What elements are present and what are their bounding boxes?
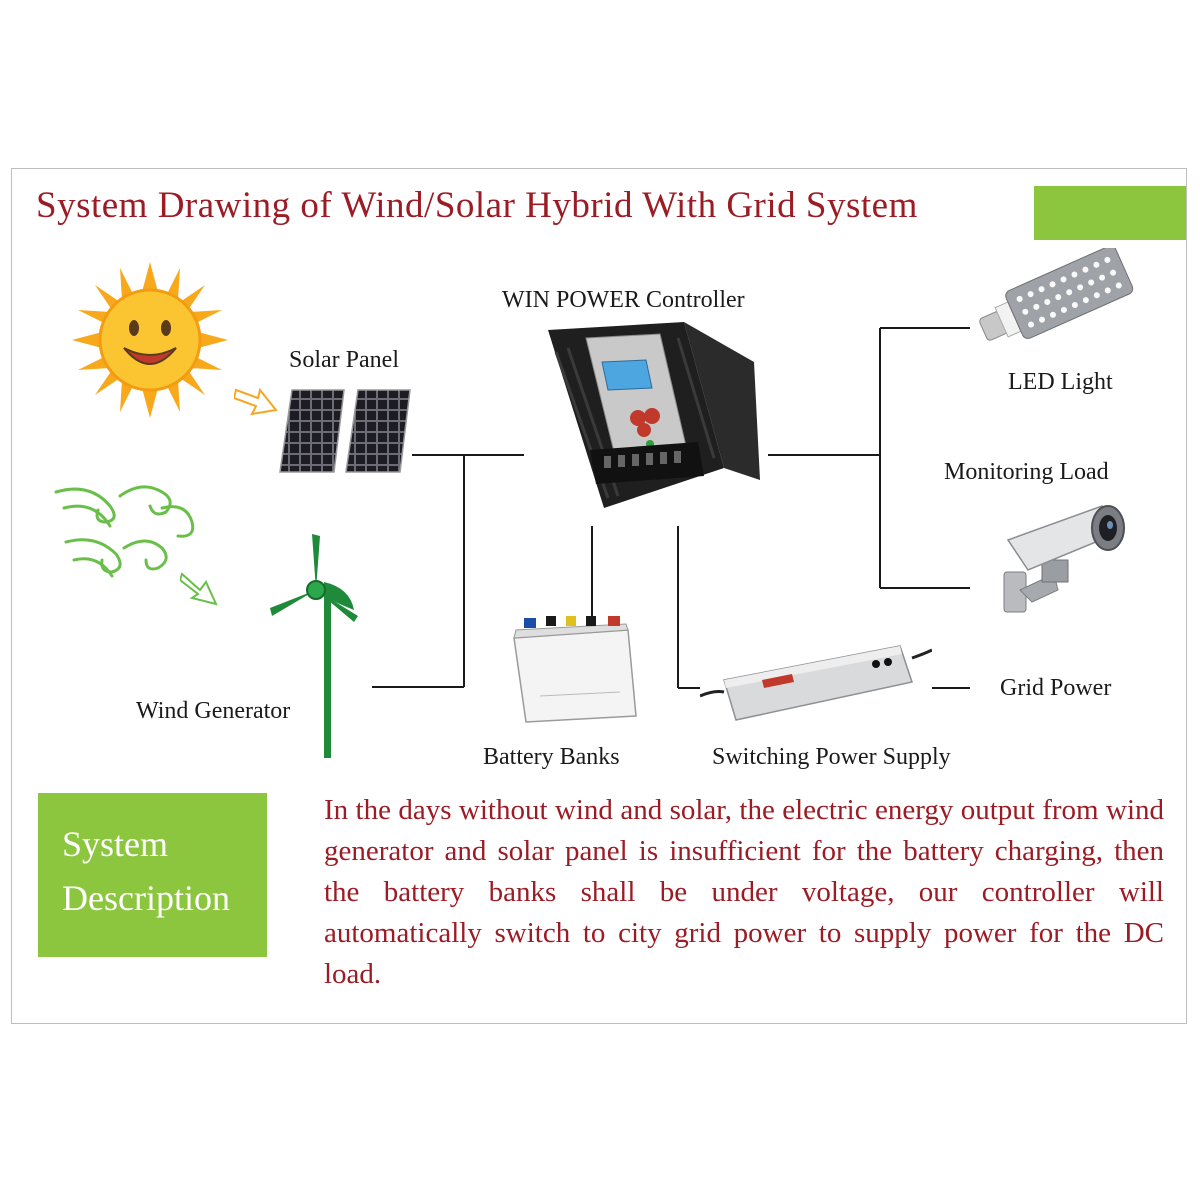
led-light-icon — [979, 248, 1134, 341]
label-controller: WIN POWER Controller — [502, 287, 745, 313]
diagram-title: System Drawing of Wind/Solar Hybrid With… — [36, 185, 918, 226]
wind-turbine-icon — [270, 534, 358, 758]
description-heading-line1: System — [62, 824, 169, 864]
label-led-light: LED Light — [1008, 369, 1113, 395]
security-camera-icon — [1003, 505, 1125, 613]
system-description-text: In the days without wind and solar, the … — [324, 794, 1164, 990]
battery-icon — [513, 616, 637, 723]
controller-icon — [548, 322, 760, 508]
description-heading-line2: Description — [62, 878, 230, 918]
sun-icon — [72, 262, 228, 418]
system-description-box: System Description — [38, 793, 267, 957]
solar-panel-icon — [279, 389, 411, 473]
power-supply-icon — [700, 645, 932, 721]
label-monitoring-load: Monitoring Load — [944, 459, 1109, 485]
title-accent-bar — [1034, 186, 1186, 240]
label-wind-generator: Wind Generator — [136, 698, 291, 724]
label-battery-banks: Battery Banks — [483, 744, 620, 770]
wind-arrow-icon — [180, 572, 218, 606]
label-grid-power: Grid Power — [1000, 675, 1112, 701]
label-solar-panel: Solar Panel — [289, 347, 399, 373]
wind-icon — [54, 485, 195, 578]
sun-arrow-icon — [234, 387, 278, 416]
label-switching-power-supply: Switching Power Supply — [712, 744, 951, 770]
